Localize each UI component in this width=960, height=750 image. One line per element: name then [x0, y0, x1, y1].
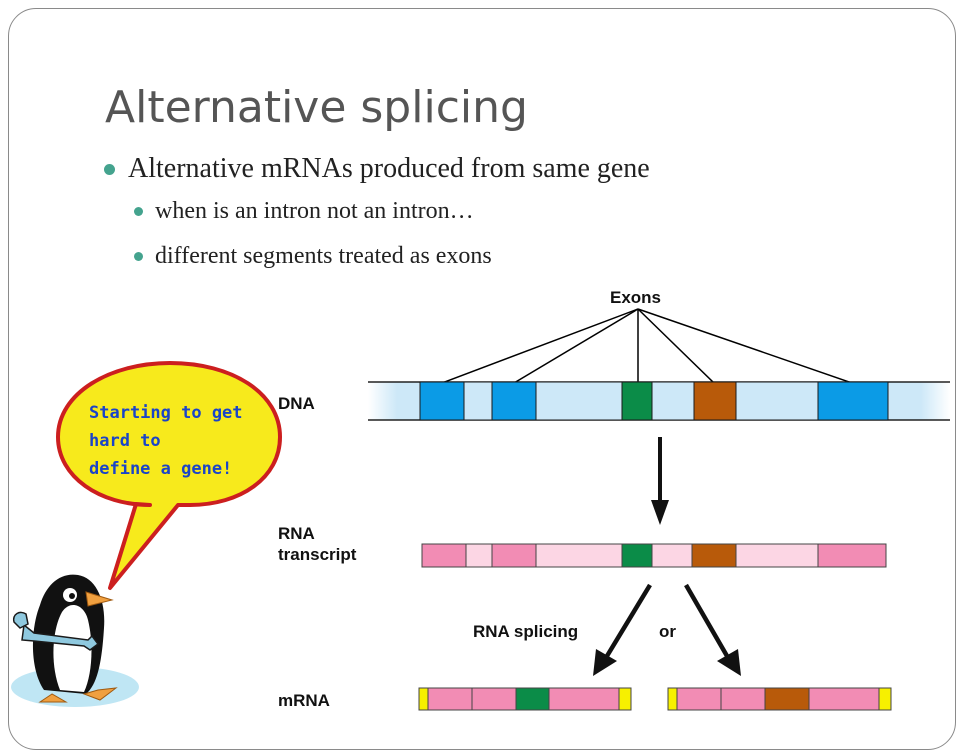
dna-exon-1 — [419, 381, 465, 421]
dna-intron-1 — [463, 381, 493, 421]
dna-label: DNA — [278, 394, 315, 413]
dna-exon-5 — [817, 381, 889, 421]
bullet-dot-icon — [104, 163, 115, 175]
bullet-dot-icon — [134, 252, 143, 261]
exon-pointer-lines — [441, 308, 853, 384]
splicing-arrow-right-icon — [684, 583, 741, 676]
bubble-text-line-1: Starting to get — [89, 403, 243, 423]
bullet-sub-1: when is an intron not an intron… — [134, 198, 474, 225]
rna-transcript-label-line1: RNA — [278, 524, 315, 543]
arrow-down-icon — [651, 437, 669, 525]
rna-splicing-label: RNA splicing — [473, 622, 578, 641]
splicing-arrow-left-icon — [593, 583, 652, 676]
dna-exon-2 — [491, 381, 537, 421]
mrna-variant-2 — [667, 687, 892, 711]
speech-bubble-icon: Starting to get hard to define a gene! — [56, 361, 282, 590]
exons-label: Exons — [610, 288, 661, 307]
wrench-icon — [12, 611, 100, 651]
bullet-sub-2: different segments treated as exons — [134, 243, 492, 270]
bullet-sub-1-text: when is an intron not an intron… — [155, 198, 474, 224]
bubble-text-line-2: hard to — [89, 431, 161, 451]
rna-transcript-label-line2: transcript — [278, 545, 357, 564]
dna-strand — [368, 381, 950, 421]
rna-transcript — [421, 543, 887, 568]
dna-exon-4 — [693, 381, 737, 421]
slide-title: Alternative splicing — [105, 82, 528, 133]
dna-intron-4 — [735, 381, 819, 421]
bullet-dot-icon — [134, 207, 143, 216]
mrna-label: mRNA — [278, 691, 330, 710]
bubble-text-line-3: define a gene! — [89, 459, 232, 479]
bullet-sub-2-text: different segments treated as exons — [155, 243, 492, 269]
bullet-main: Alternative mRNAs produced from same gen… — [104, 153, 650, 185]
dna-intron-3 — [651, 381, 695, 421]
bullet-main-text: Alternative mRNAs produced from same gen… — [128, 153, 650, 184]
dna-exon-3 — [621, 381, 653, 421]
dna-intron-2 — [535, 381, 623, 421]
or-label: or — [659, 622, 676, 641]
penguin-mascot-icon — [11, 574, 139, 707]
alternative-splicing-diagram: Exons DNA RNA transcript — [11, 288, 950, 711]
mrna-variant-1 — [418, 687, 632, 711]
